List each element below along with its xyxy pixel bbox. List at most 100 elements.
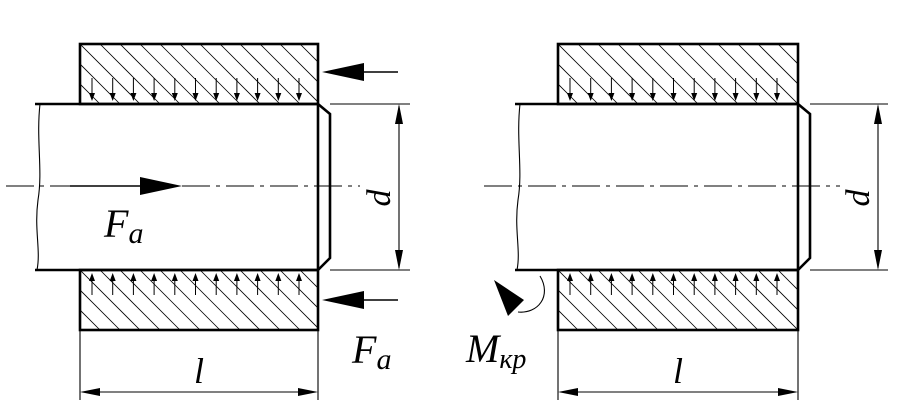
axial-force-subscript: a — [128, 217, 143, 250]
pressure-arrow-head — [233, 93, 240, 101]
pressure-arrow-head — [275, 93, 282, 101]
hatch-line — [757, 270, 798, 311]
hatch-line — [139, 44, 201, 104]
pressure-arrow-head — [233, 273, 240, 281]
hatch-line — [558, 63, 599, 104]
pressure-arrow-head — [296, 93, 302, 101]
pressure-arrow-head — [192, 93, 199, 101]
pressure-arrow-head — [608, 273, 615, 281]
pressure-arrow-head — [130, 93, 137, 101]
pressure-arrow-head — [296, 273, 302, 281]
hatch-line — [199, 44, 261, 104]
hatch-line — [239, 270, 301, 330]
pressure-arrow-head — [89, 273, 95, 281]
pressure-arrows-top-left — [89, 78, 302, 101]
pressure-arrow-head — [732, 273, 739, 281]
length-label-right: l — [673, 351, 683, 391]
pressure-arrow-head — [753, 273, 760, 281]
hatch-line — [818, 44, 878, 104]
shaft-left — [35, 102, 332, 272]
pressure-arrows-bottom-right — [567, 273, 780, 295]
pressure-arrow-head — [774, 93, 780, 101]
hatch-line — [80, 103, 81, 104]
pressure-arrows-bottom-left — [89, 273, 302, 295]
hatch-line — [677, 270, 739, 330]
hatch-line — [617, 270, 679, 330]
hatch-line — [697, 44, 759, 104]
hatch-line — [299, 44, 318, 63]
diameter-label-left: d — [361, 189, 398, 207]
hatch-line — [797, 44, 798, 45]
pressure-arrow-head — [89, 93, 95, 101]
hatch-line — [80, 329, 81, 330]
torque-symbol: M — [465, 326, 502, 371]
shaft-right — [515, 102, 812, 272]
hatch-line — [80, 309, 101, 330]
hub-top-section-left — [78, 42, 320, 106]
diameter-dimension-left — [330, 103, 410, 271]
hatch-line — [558, 44, 619, 104]
hatch-line — [259, 44, 318, 103]
hatch-line — [657, 44, 719, 104]
hatch-line — [360, 44, 420, 104]
reaction-arrow-bottom — [322, 291, 398, 309]
pressure-arrow-head — [171, 93, 178, 101]
hatch-line — [558, 289, 599, 330]
pressure-arrow-head — [254, 273, 261, 281]
hatch-line — [617, 44, 679, 104]
pressure-arrow-head — [130, 273, 137, 281]
hatch-line — [80, 289, 121, 330]
hatch-line — [597, 270, 659, 330]
reaction-arrow-top — [322, 63, 398, 81]
hatch-line — [179, 270, 241, 330]
hatch-line — [577, 270, 639, 330]
pressure-arrow-head — [587, 273, 594, 281]
pressure-arrow-head — [629, 93, 636, 101]
hatch-line — [159, 270, 221, 330]
pressure-arrow-head — [567, 93, 573, 101]
hatch-line — [80, 270, 141, 330]
pressure-arrow-head — [213, 93, 220, 101]
axial-force-symbol: F — [103, 201, 129, 246]
pressure-arrow-head — [109, 93, 116, 101]
hatch-line — [99, 44, 161, 104]
hatch-line — [119, 44, 181, 104]
left-assembly: d l Fa Fa — [6, 42, 420, 400]
pressure-arrow-head — [109, 273, 116, 281]
hatch-line — [737, 44, 798, 104]
hatch-line — [558, 270, 619, 330]
hub-bottom-section-right — [556, 268, 800, 332]
pressure-arrow-head — [691, 93, 698, 101]
hatch-line — [119, 270, 181, 330]
hatch-line — [737, 270, 798, 330]
hatch-line — [838, 44, 898, 104]
pressure-arrow-head — [213, 273, 220, 281]
shaft-break-line-left — [36, 103, 41, 271]
pressure-arrow-head — [587, 93, 594, 101]
pressure-arrow-head — [254, 93, 261, 101]
hatch-line — [219, 44, 281, 104]
hatch-line — [199, 270, 261, 330]
hatch-line — [239, 44, 301, 104]
hatch-line — [179, 44, 241, 104]
length-dimension-left — [79, 330, 319, 400]
hatch-line — [697, 270, 759, 330]
hatch-line — [159, 44, 221, 104]
hatch-line — [577, 44, 639, 104]
hatch-line — [299, 270, 318, 289]
pressure-arrow-head — [608, 93, 615, 101]
pressure-arrow-head — [711, 273, 718, 281]
hub-bottom-section-left — [78, 268, 320, 332]
torque-label: Mкр — [465, 326, 526, 375]
hatch-line — [777, 270, 798, 291]
hatch-line — [279, 44, 318, 83]
hatch-line — [757, 44, 798, 85]
diameter-dimension-right — [810, 103, 888, 271]
pressure-arrow-head — [670, 93, 677, 101]
hatch-line — [139, 270, 201, 330]
hatch-line — [219, 270, 281, 330]
hub-top-hatching-right — [558, 44, 898, 104]
hatch-line — [717, 270, 779, 330]
hatch-line — [657, 270, 719, 330]
